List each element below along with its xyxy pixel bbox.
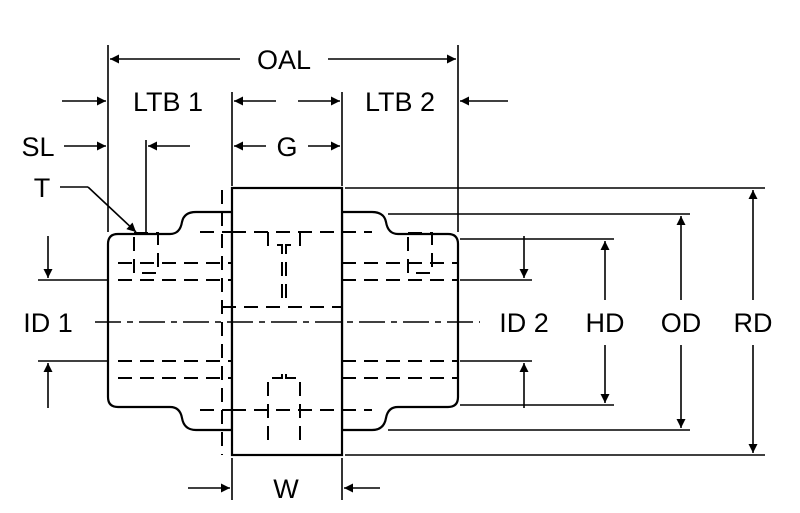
label-ltb1: LTB 1 (133, 87, 203, 117)
extension-lines (38, 45, 765, 500)
label-t: T (34, 173, 51, 203)
label-id1: ID 1 (23, 308, 73, 338)
label-od: OD (661, 308, 702, 338)
label-g: G (276, 132, 297, 162)
label-sl: SL (21, 132, 54, 162)
dimension-lines (43, 54, 758, 493)
label-ltb2: LTB 2 (365, 87, 435, 117)
label-oal: OAL (257, 45, 311, 75)
hidden-lines (118, 190, 458, 455)
label-hd: HD (586, 308, 625, 338)
label-id2: ID 2 (499, 308, 549, 338)
label-rd: RD (734, 308, 773, 338)
dimension-labels: OAL LTB 1 LTB 2 SL G T ID 1 ID 2 HD OD R… (21, 45, 772, 504)
label-w: W (273, 474, 299, 504)
left-hub-outline (106, 210, 234, 432)
right-hub-outline (340, 210, 460, 432)
